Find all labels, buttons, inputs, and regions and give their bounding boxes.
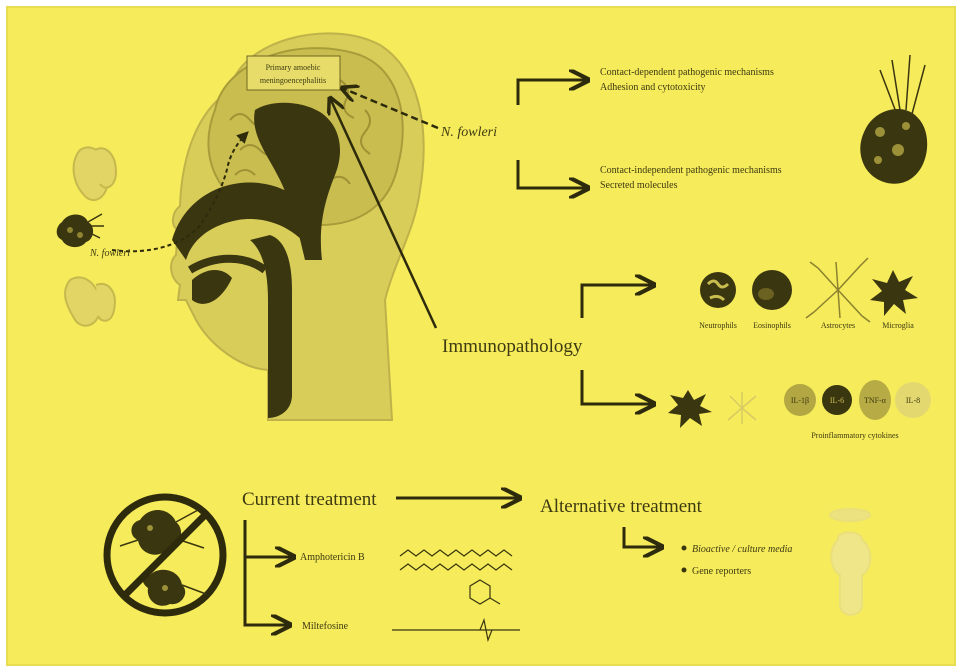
alternative-option-2: Gene reporters xyxy=(692,566,751,577)
cell-label-astrocytes: Astrocytes xyxy=(821,321,855,330)
alternative-bullets xyxy=(682,546,687,573)
amoeba-adhesion-illustration xyxy=(860,55,927,184)
contact-dependent-sub: Adhesion and cytotoxicity xyxy=(600,82,706,93)
neutrophil-icon xyxy=(700,272,736,308)
activated-microglia-icon xyxy=(668,390,712,428)
cytokines-label: Proinflammatory cytokines xyxy=(811,431,898,440)
contact-independent-title: Contact-independent pathogenic mechanism… xyxy=(600,165,782,176)
cytokine-marker-3: TNF-α xyxy=(864,396,887,405)
cell-label-eosinophils: Eosinophils xyxy=(753,321,791,330)
miltefosine-structure xyxy=(392,620,520,640)
mechanism-branch-lower xyxy=(518,160,588,188)
n-fowleri-label: N. fowleri xyxy=(440,125,497,140)
cell-label-neutrophils: Neutrophils xyxy=(699,321,737,330)
mechanism-branch-upper xyxy=(518,80,588,105)
immunopathology-label: Immunopathology xyxy=(442,336,583,357)
contact-dependent-title: Contact-dependent pathogenic mechanisms xyxy=(600,67,774,78)
drug-amphotericin: Amphotericin B xyxy=(300,552,365,563)
cytokine-marker-1: IL-1β xyxy=(791,396,809,405)
brain-label-line-1: Primary amoebic xyxy=(266,63,321,72)
current-drug-branch-1 xyxy=(245,520,294,557)
eosinophil-icon xyxy=(752,270,792,310)
astrocyte-icon xyxy=(806,258,870,322)
alternative-option-1: Bioactive / culture media xyxy=(692,544,792,555)
head-illustration xyxy=(112,33,424,420)
cell-label-microglia: Microglia xyxy=(882,321,914,330)
brain-label-line-2: meningoencephalitis xyxy=(260,76,326,85)
no-amoeba-icon xyxy=(107,497,223,613)
amoeba-icon-nasal xyxy=(57,214,104,247)
current-treatment-label: Current treatment xyxy=(242,489,377,510)
alternative-treatment-label: Alternative treatment xyxy=(540,496,703,517)
n-fowleri-nasal-label: N. fowleri xyxy=(89,248,130,259)
amphotericin-structure xyxy=(400,550,512,604)
immuno-branch-upper xyxy=(582,285,654,318)
drug-miltefosine: Miltefosine xyxy=(302,621,349,632)
microglia-icon xyxy=(870,270,918,316)
current-drug-branch-2 xyxy=(245,557,290,625)
cytokine-marker-2: IL-6 xyxy=(830,396,844,405)
jellyfish-illustration xyxy=(830,509,870,615)
activated-astrocyte-icon xyxy=(728,392,756,424)
alternative-branch xyxy=(624,527,662,547)
immuno-branch-lower xyxy=(582,370,654,404)
cytokine-marker-4: IL-8 xyxy=(906,396,920,405)
contact-independent-sub: Secreted molecules xyxy=(600,180,678,191)
